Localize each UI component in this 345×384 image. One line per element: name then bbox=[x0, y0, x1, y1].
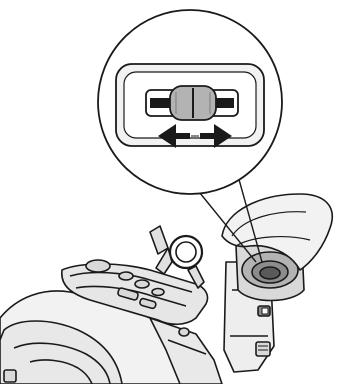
viewfinder bbox=[222, 194, 332, 372]
camcorder-body bbox=[0, 226, 222, 384]
handle-button bbox=[86, 260, 110, 272]
button-small bbox=[4, 370, 16, 382]
magnified-callout bbox=[98, 10, 282, 194]
diopter-lever bbox=[170, 86, 216, 120]
